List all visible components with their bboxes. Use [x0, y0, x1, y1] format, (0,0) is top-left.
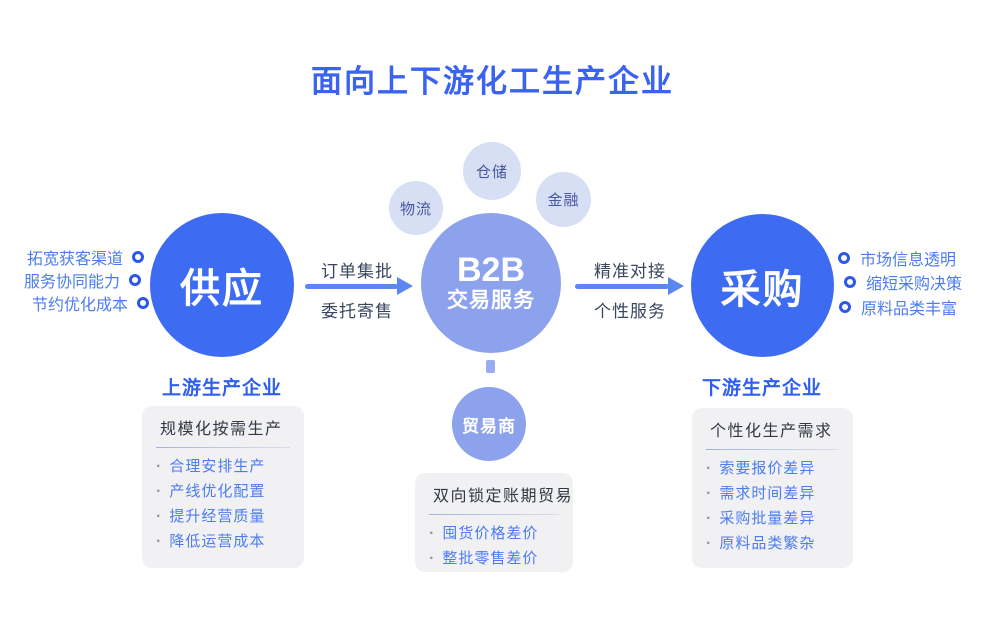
benefit-label: 市场信息透明	[860, 252, 957, 269]
trader-circle: 贸易商	[452, 387, 526, 461]
card-item: · 提升经营质量	[156, 507, 290, 527]
ring-bullet-icon	[137, 297, 149, 309]
supply-circle: 供应	[150, 213, 294, 357]
card-item-label: 提升经营质量	[169, 508, 266, 525]
ring-bullet-icon	[129, 274, 141, 286]
right-arrow-icon	[575, 284, 669, 289]
ring-bullet-icon	[132, 251, 144, 263]
bullet-dot-icon: ·	[706, 535, 713, 552]
bullet-dot-icon: ·	[156, 508, 163, 525]
purchase-benefit-row: 原料品类丰富	[839, 296, 957, 318]
bullet-dot-icon: ·	[706, 510, 713, 527]
card-title: 个性化生产需求	[710, 423, 833, 440]
service-circle-finance: 金融	[536, 172, 591, 227]
supply-circle-label: 供应	[180, 267, 264, 311]
card-item: · 采购批量差异	[706, 509, 839, 529]
ring-bullet-icon	[838, 252, 850, 264]
card-item-label: 合理安排生产	[169, 458, 266, 475]
flow-b2b-to-purchase: 精准对接 个性服务	[572, 250, 688, 330]
dash-connector	[486, 360, 495, 373]
benefit-label: 服务协同能力	[23, 274, 120, 291]
downstream-label: 下游生产企业	[701, 378, 822, 399]
service-circle-label: 金融	[547, 192, 580, 209]
trader-circle-label: 贸易商	[462, 416, 516, 436]
supply-card: 规模化按需生产 · 合理安排生产 · 产线优化配置 · 提升经营质量 · 降低运…	[142, 406, 304, 568]
card-item-label: 产线优化配置	[169, 483, 266, 500]
bullet-dot-icon: ·	[706, 485, 713, 502]
bullet-dot-icon: ·	[706, 460, 713, 477]
card-item-label: 降低运营成本	[169, 533, 266, 550]
bullet-dot-icon: ·	[429, 550, 436, 567]
card-item-label: 索要报价差异	[719, 460, 816, 477]
card-item-label: 采购批量差异	[719, 510, 816, 527]
flow-caption: 精准对接	[594, 262, 666, 281]
service-circle-label: 物流	[399, 200, 432, 218]
benefit-label: 缩短采购决策	[866, 276, 963, 293]
supply-benefit-row: 服务协同能力	[24, 269, 141, 291]
benefit-label: 原料品类丰富	[861, 301, 958, 318]
card-item: · 整批零售差价	[429, 549, 559, 569]
right-arrow-icon	[397, 277, 413, 295]
bullet-dot-icon: ·	[429, 525, 436, 542]
divider	[429, 514, 559, 515]
b2b-circle-line2: 交易服务	[447, 289, 535, 312]
purchase-benefit-row: 缩短采购决策	[844, 271, 962, 293]
supply-benefit-row: 拓宽获客渠道	[27, 246, 144, 268]
flow-caption: 订单集批	[321, 262, 393, 281]
right-arrow-icon	[305, 284, 398, 289]
ring-bullet-icon	[839, 301, 851, 313]
card-item: · 需求时间差异	[706, 484, 839, 504]
flow-caption: 个性服务	[594, 302, 666, 321]
card-title: 规模化按需生产	[160, 421, 283, 438]
benefit-label: 节约优化成本	[31, 297, 128, 314]
divider	[706, 449, 839, 450]
card-item: · 合理安排生产	[156, 457, 290, 477]
card-title: 双向锁定账期贸易	[433, 488, 574, 505]
ring-bullet-icon	[844, 276, 856, 288]
purchase-card: 个性化生产需求 · 索要报价差异 · 需求时间差异 · 采购批量差异 · 原料品…	[692, 408, 853, 568]
page-title: 面向上下游化工生产企业	[311, 64, 674, 99]
flow-caption: 委托寄售	[321, 302, 393, 321]
purchase-circle-label: 采购	[720, 267, 805, 312]
bullet-dot-icon: ·	[156, 533, 163, 550]
bullet-dot-icon: ·	[156, 458, 163, 475]
card-item-label: 整批零售差价	[442, 550, 539, 567]
card-item: · 产线优化配置	[156, 482, 290, 502]
card-item-label: 需求时间差异	[719, 485, 816, 502]
supply-benefit-row: 节约优化成本	[32, 292, 149, 314]
service-circle-label: 仓储	[475, 163, 508, 181]
card-item: · 索要报价差异	[706, 459, 839, 479]
purchase-benefit-row: 市场信息透明	[838, 247, 956, 269]
card-item: · 降低运营成本	[156, 532, 290, 552]
card-item: · 原料品类繁杂	[706, 534, 839, 554]
benefit-label: 拓宽获客渠道	[26, 251, 123, 268]
divider	[156, 447, 290, 448]
trader-card: 双向锁定账期贸易 · 囤货价格差价 · 整批零售差价	[415, 473, 573, 572]
card-item-label: 囤货价格差价	[442, 525, 539, 542]
card-item: · 囤货价格差价	[429, 524, 559, 544]
right-arrow-icon	[668, 277, 684, 295]
b2b-circle: B2B 交易服务	[421, 213, 561, 353]
b2b-circle-line1: B2B	[456, 251, 526, 289]
purchase-circle: 采购	[691, 214, 834, 357]
bullet-dot-icon: ·	[156, 483, 163, 500]
card-item-label: 原料品类繁杂	[719, 535, 816, 552]
flow-supply-to-b2b: 订单集批 委托寄售	[300, 250, 414, 330]
service-circle-warehousing: 仓储	[463, 142, 521, 200]
service-circle-logistics: 物流	[389, 181, 443, 235]
upstream-label: 上游生产企业	[161, 378, 282, 399]
